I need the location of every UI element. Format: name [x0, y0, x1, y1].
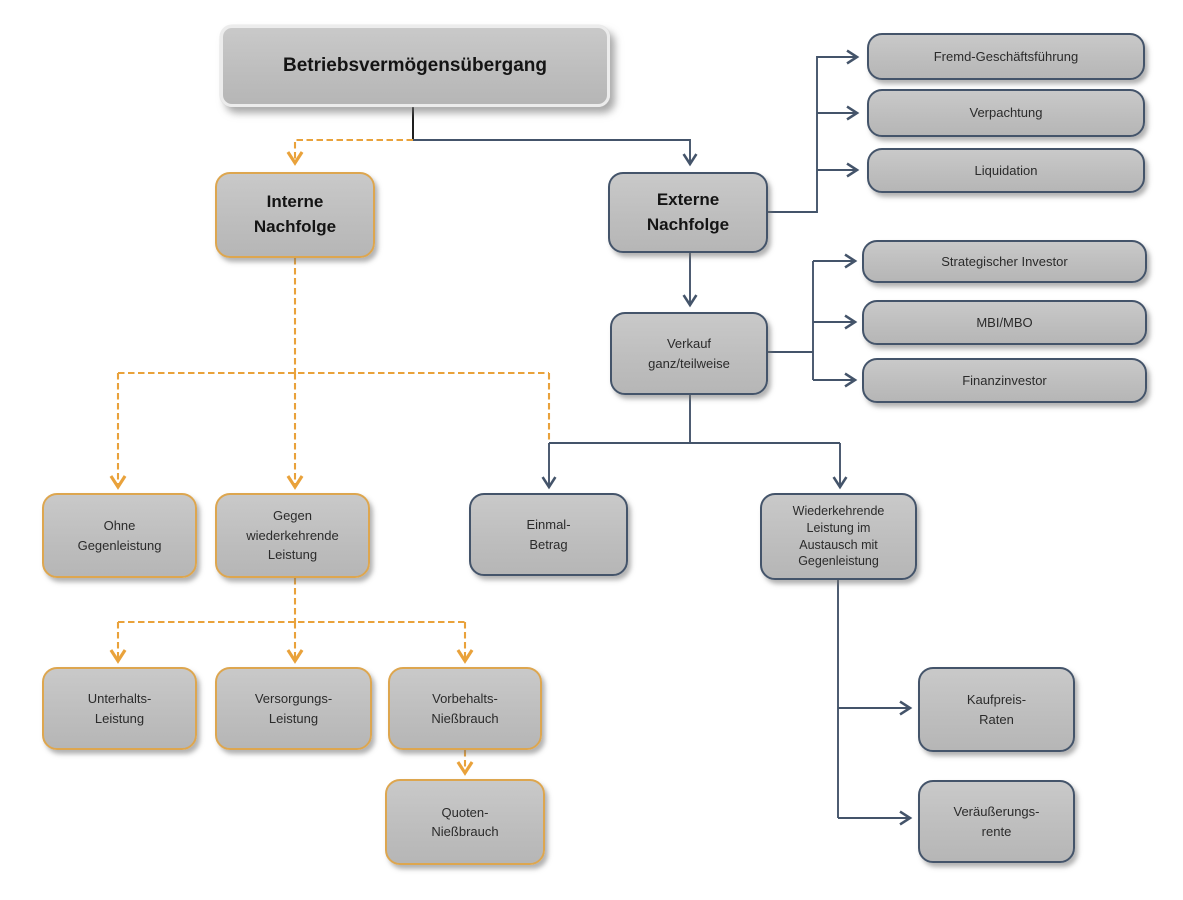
node-mbi-mbo: MBI/MBO	[862, 300, 1147, 345]
node-versorgungs-leistung: Versorgungs- Leistung	[215, 667, 372, 750]
node-einmal-betrag-label: Einmal- Betrag	[526, 517, 571, 552]
node-betriebsvermoegensuebergang-label: Betriebsvermögensübergang	[283, 54, 547, 76]
node-veraeusserungsrente-label: Veräußerungs- rente	[953, 804, 1040, 839]
edge-root-to-externe	[413, 139, 698, 167]
node-unterhalts-leistung-label: Unterhalts- Leistung	[87, 691, 152, 726]
node-verkauf: Verkauf ganz/teilweise	[610, 312, 768, 395]
node-ohne-gegenleistung: Ohne Gegenleistung	[42, 493, 197, 578]
node-quoten-niessbrauch-label: Quoten- Nießbrauch	[431, 804, 499, 840]
node-interne-nachfolge: Interne Nachfolge	[215, 172, 375, 258]
node-versorgungs-leistung-label: Versorgungs- Leistung	[254, 691, 333, 726]
node-ohne-gegenleistung-label: Ohne Gegenleistung	[77, 518, 162, 553]
node-interne-nachfolge-label: Interne Nachfolge	[253, 192, 337, 236]
node-finanzinvestor: Finanzinvestor	[862, 358, 1147, 403]
node-vorbehalts-niessbrauch: Vorbehalts- Nießbrauch	[388, 667, 542, 750]
node-fremd-geschaeftsfuehrung: Fremd-Geschäftsführung	[867, 33, 1145, 80]
node-wiederkehrende-leistung: Wiederkehrende Leistung im Austausch mit…	[760, 493, 917, 580]
node-mbi-mbo-label: MBI/MBO	[976, 314, 1033, 330]
node-quoten-niessbrauch: Quoten- Nießbrauch	[385, 779, 545, 865]
node-veraeusserungsrente: Veräußerungs- rente	[918, 780, 1075, 863]
node-unterhalts-leistung: Unterhalts- Leistung	[42, 667, 197, 750]
internal-connectors	[109, 138, 551, 776]
node-kaufpreis-raten: Kaufpreis- Raten	[918, 667, 1075, 752]
node-gegen-wiederkehrende-leistung-label: Gegen wiederkehrende Leistung	[246, 508, 339, 563]
node-finanzinvestor-label: Finanzinvestor	[962, 372, 1047, 388]
edge-externe-to-fremd	[768, 49, 860, 213]
node-einmal-betrag: Einmal- Betrag	[469, 493, 628, 576]
edge-root-to-interne	[286, 138, 413, 166]
node-betriebsvermoegensuebergang: Betriebsvermögensübergang	[220, 25, 610, 107]
node-kaufpreis-raten-label: Kaufpreis- Raten	[966, 692, 1027, 727]
node-liquidation: Liquidation	[867, 148, 1145, 193]
node-gegen-wiederkehrende-leistung: Gegen wiederkehrende Leistung	[215, 493, 370, 578]
node-fremd-geschaeftsfuehrung-label: Fremd-Geschäftsführung	[933, 48, 1079, 64]
node-externe-nachfolge: Externe Nachfolge	[608, 172, 768, 253]
node-externe-nachfolge-label: Externe Nachfolge	[646, 189, 730, 234]
node-liquidation-label: Liquidation	[974, 162, 1038, 178]
node-strategischer-investor-label: Strategischer Investor	[941, 253, 1068, 269]
node-verpachtung: Verpachtung	[867, 89, 1145, 137]
node-vorbehalts-niessbrauch-label: Vorbehalts- Nießbrauch	[431, 691, 499, 726]
node-verpachtung-label: Verpachtung	[969, 105, 1043, 121]
node-strategischer-investor: Strategischer Investor	[862, 240, 1147, 283]
node-verkauf-label: Verkauf ganz/teilweise	[648, 336, 730, 371]
external-connectors	[413, 49, 913, 826]
node-wiederkehrende-leistung-label: Wiederkehrende Leistung im Austausch mit…	[792, 503, 885, 569]
